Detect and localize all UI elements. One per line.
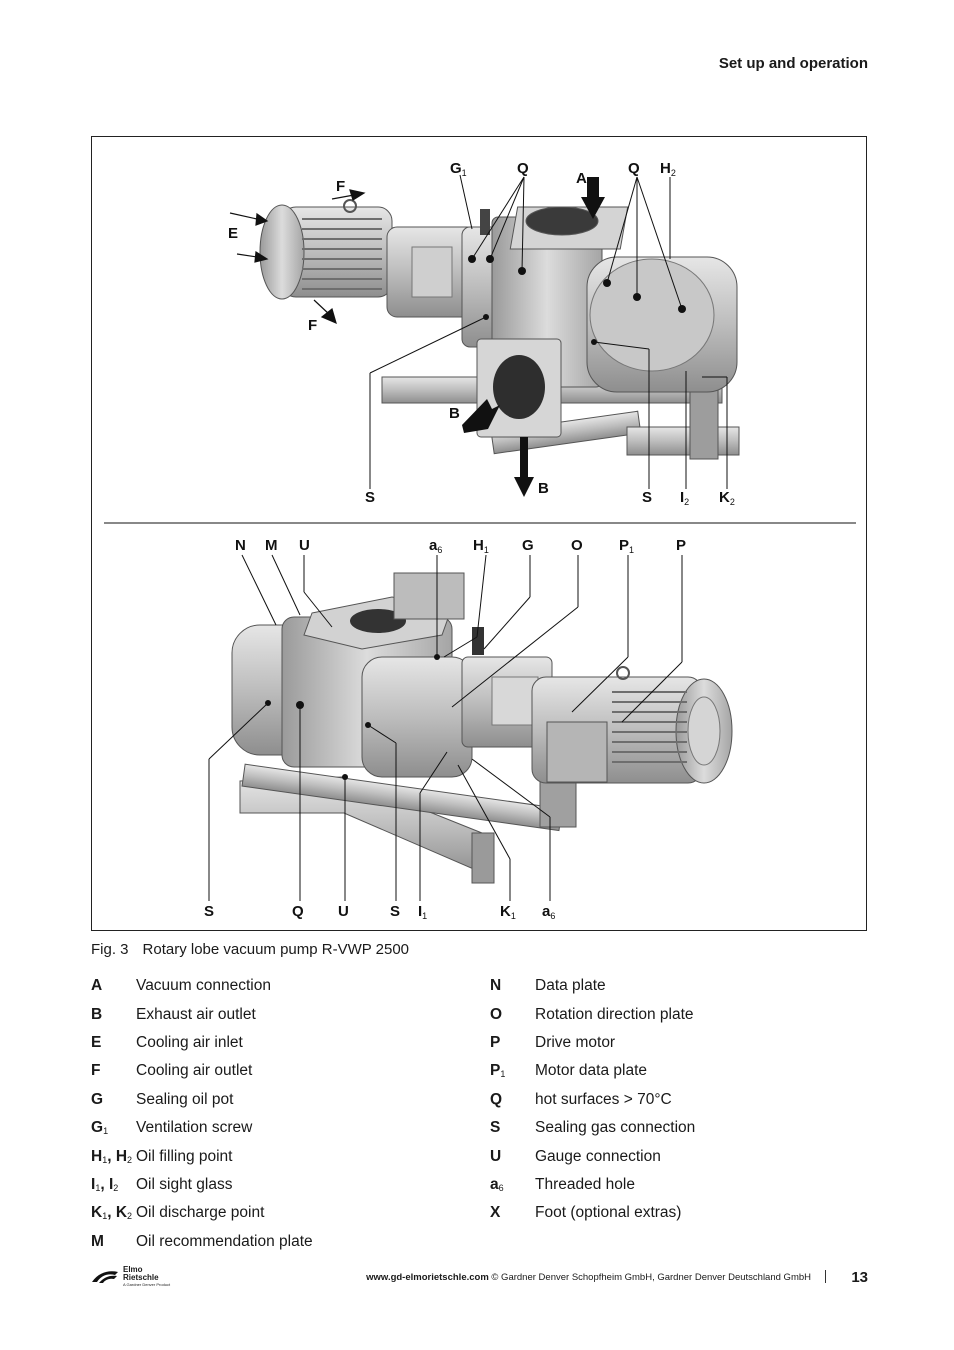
figure-number: Fig. 3 bbox=[91, 941, 129, 958]
footer-divider bbox=[825, 1270, 826, 1283]
label-i1: I1 bbox=[418, 903, 427, 921]
label-g1-top: G1 bbox=[450, 160, 467, 178]
top-pump-view: G1 Q A Q H2 F E F B S B S I2 K2 bbox=[228, 160, 740, 507]
brand-logo: Elmo Rietschle A Gardner Denver Product bbox=[91, 1266, 170, 1287]
label-o: O bbox=[571, 537, 583, 554]
label-b-down: B bbox=[538, 480, 549, 497]
swoosh-logo-icon bbox=[92, 1270, 118, 1283]
label-p: P bbox=[676, 537, 686, 554]
label-s-top-right: S bbox=[642, 489, 652, 506]
label-q-top-right: Q bbox=[628, 160, 640, 177]
exhaust-down-arrow-icon bbox=[514, 437, 534, 497]
label-s-top-left: S bbox=[365, 489, 375, 506]
exhaust-arrow-icon bbox=[462, 399, 500, 433]
label-a6-bottom: a6 bbox=[542, 903, 555, 921]
logo-line-2: Rietschle bbox=[123, 1273, 159, 1282]
label-n: N bbox=[235, 537, 246, 554]
label-q-bottom: Q bbox=[292, 903, 304, 920]
label-g: G bbox=[522, 537, 534, 554]
label-q-top-left: Q bbox=[517, 160, 529, 177]
label-h2: H2 bbox=[660, 160, 676, 178]
label-h1: H1 bbox=[473, 537, 489, 555]
label-s-bottom-right: S bbox=[390, 903, 400, 920]
logo-tagline: A Gardner Denver Product bbox=[123, 1282, 171, 1287]
label-f-bottom: F bbox=[308, 317, 317, 334]
section-title: Set up and operation bbox=[718, 55, 868, 72]
page-number: 13 bbox=[851, 1269, 868, 1286]
label-k2: K2 bbox=[719, 489, 735, 507]
label-a: A bbox=[576, 170, 587, 187]
label-i2: I2 bbox=[680, 489, 689, 507]
vacuum-arrow-icon bbox=[581, 177, 605, 219]
pump-illustration: G1 Q A Q H2 F E F B S B S I2 K2 bbox=[104, 160, 856, 921]
figure-title: Rotary lobe vacuum pump R-VWP 2500 bbox=[142, 941, 410, 958]
label-f-top: F bbox=[336, 178, 345, 195]
label-s-bottom-left: S bbox=[204, 903, 214, 920]
label-e: E bbox=[228, 225, 238, 242]
page-footer: Elmo Rietschle A Gardner Denver Product … bbox=[0, 1264, 954, 1294]
label-k1: K1 bbox=[500, 903, 516, 921]
label-u-top: U bbox=[299, 537, 310, 554]
website-link[interactable]: www.gd-elmorietschle.com bbox=[366, 1272, 489, 1283]
label-u-bottom: U bbox=[338, 903, 349, 920]
label-m: M bbox=[265, 537, 278, 554]
figure-caption: Fig. 3 Rotary lobe vacuum pump R-VWP 2500 bbox=[91, 941, 409, 958]
label-p1: P1 bbox=[619, 537, 634, 555]
logo-line-1: Elmo bbox=[123, 1265, 143, 1274]
figure-3: G1 Q A Q H2 F E F B S B S I2 K2 bbox=[91, 136, 867, 931]
label-a6-top: a6 bbox=[429, 537, 442, 555]
footer-copyright: www.gd-elmorietschle.com © Gardner Denve… bbox=[366, 1272, 811, 1283]
bottom-pump-view: N M U a6 H1 G O P1 P S Q U S I1 K1 a6 bbox=[204, 537, 733, 921]
label-b-exhaust: B bbox=[449, 405, 460, 422]
